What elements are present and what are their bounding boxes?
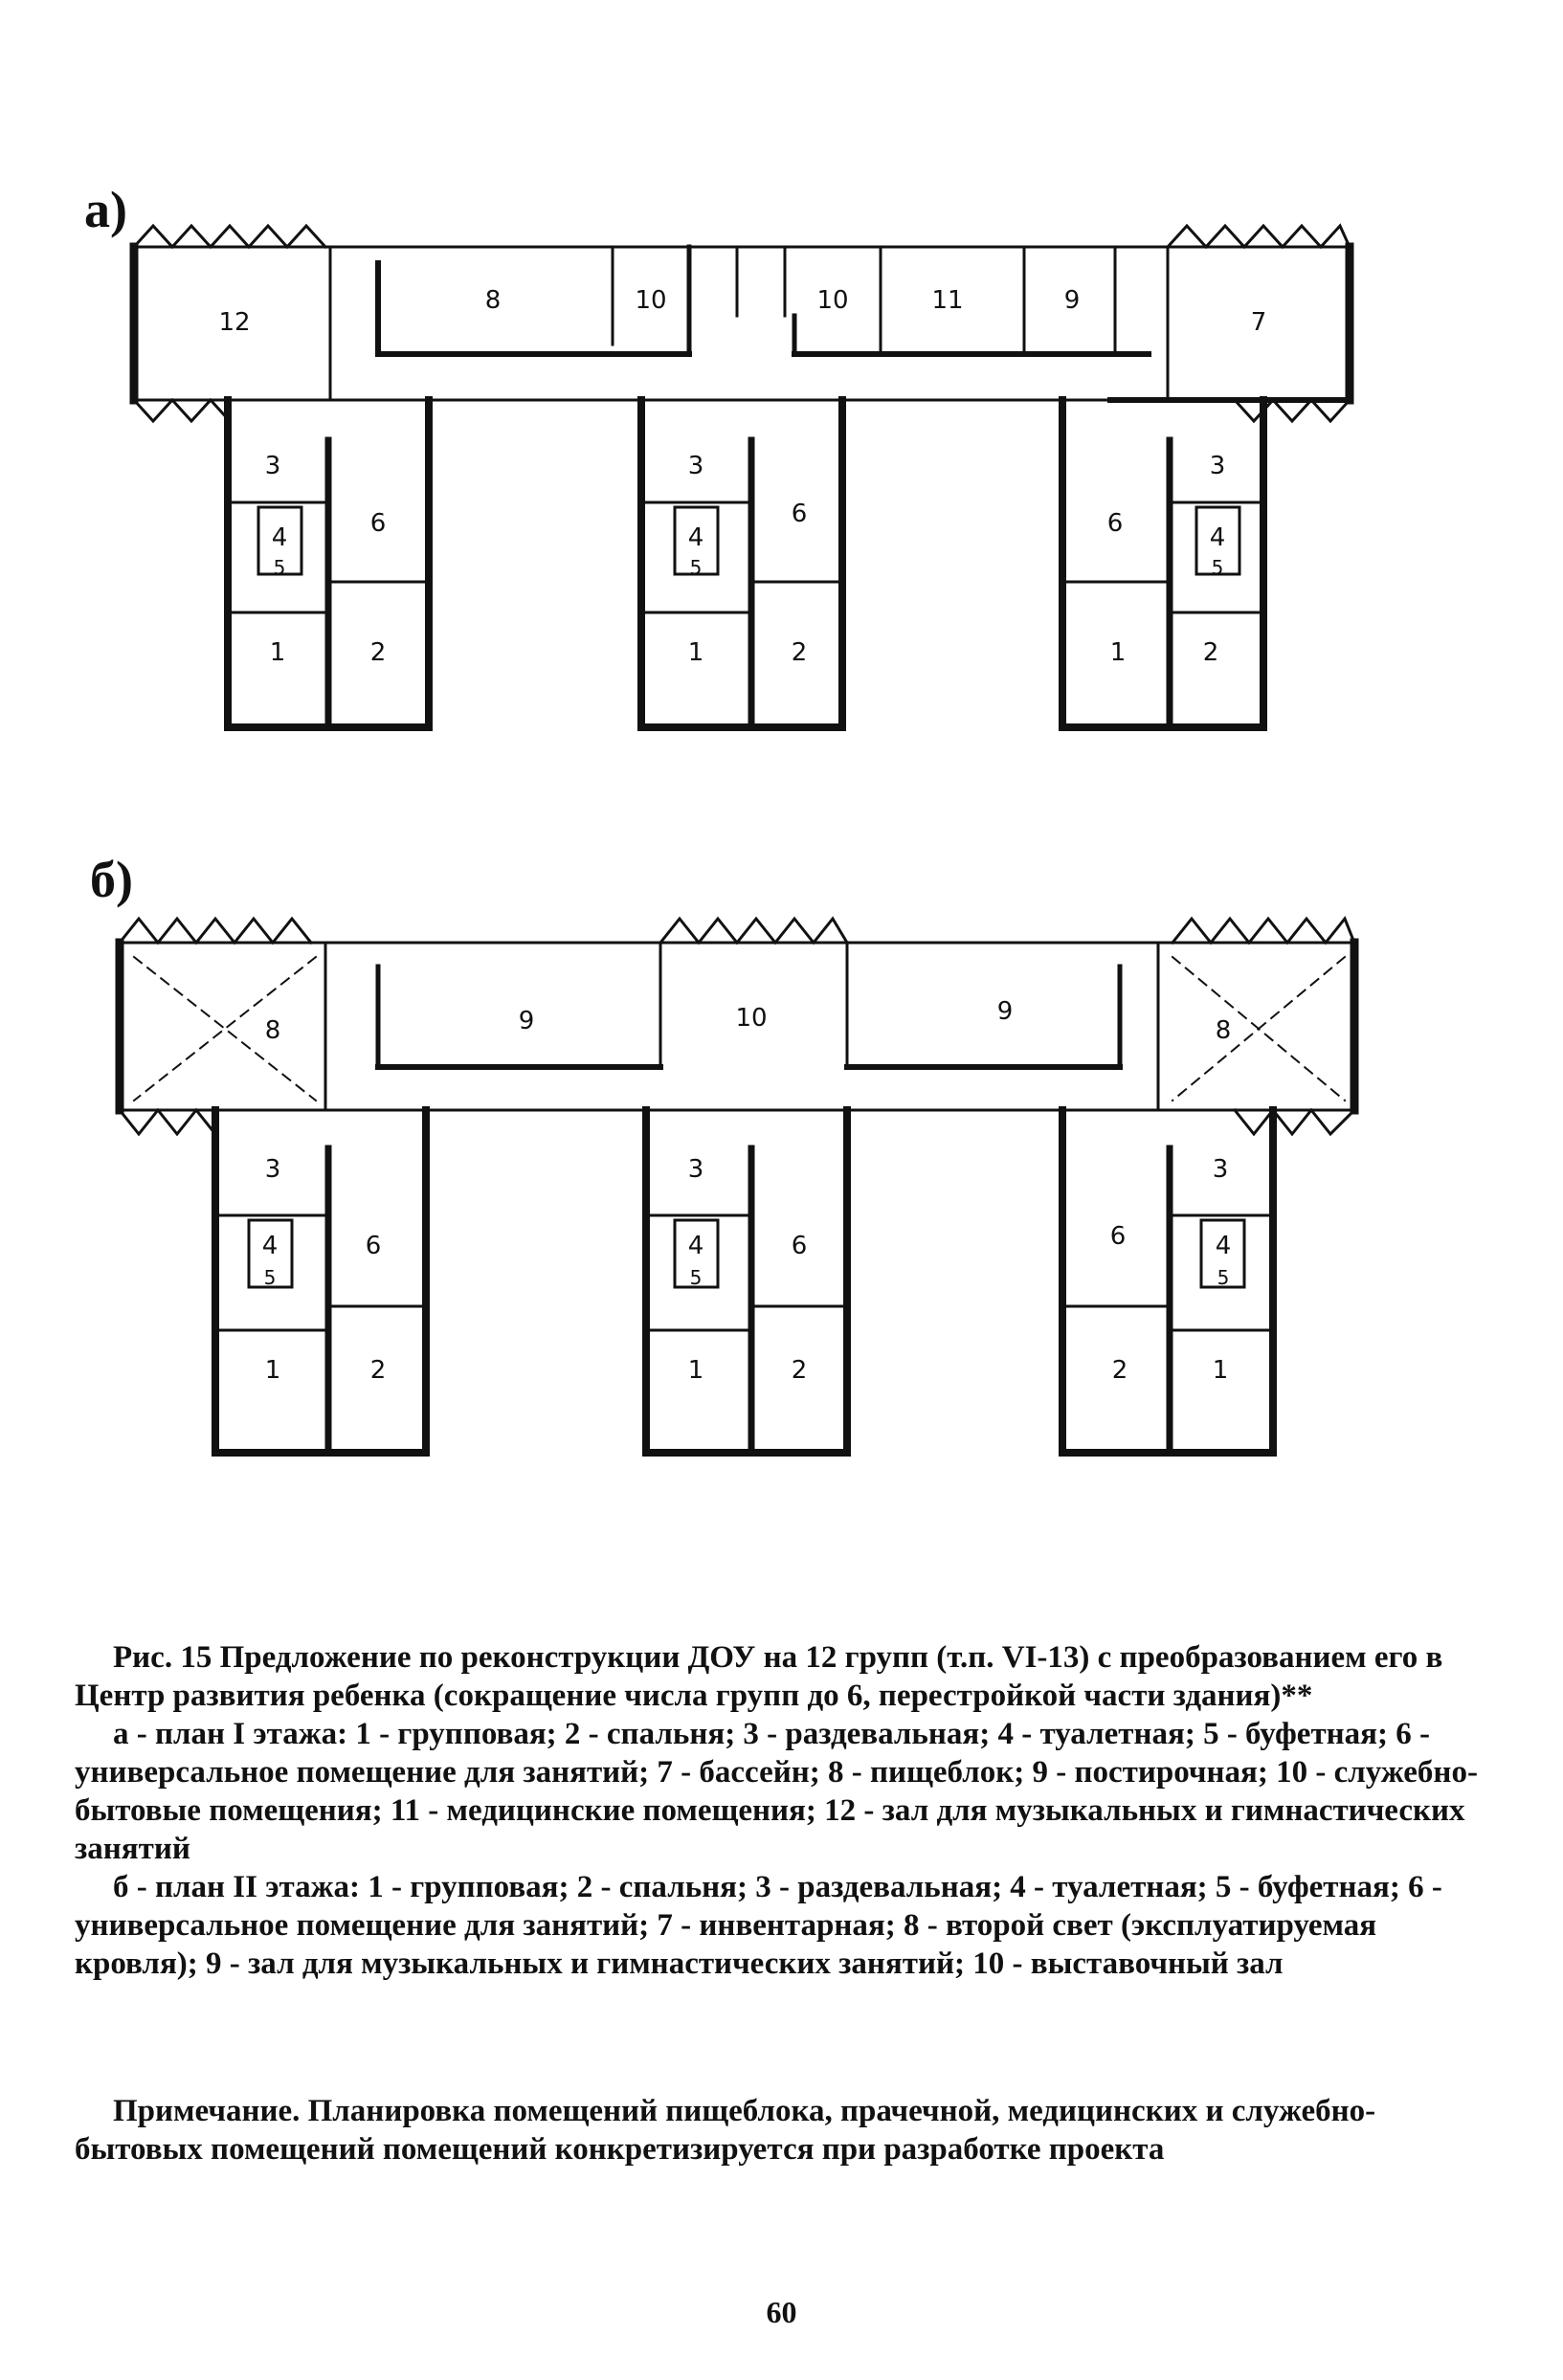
plan-a-wing-2	[639, 398, 844, 729]
plan-a-w3-room-5: 5	[1212, 556, 1224, 579]
plan-b-label: б)	[90, 851, 133, 908]
plan-a-w2-room-4: 4	[688, 523, 704, 552]
plan-b-w1-room-1: 1	[265, 1356, 281, 1385]
note-text: Примечание. Планировка помещений пищебло…	[75, 2094, 1376, 2167]
plan-a-w2-room-3: 3	[688, 452, 704, 480]
plan-a-room-10a: 10	[635, 286, 666, 315]
plan-a-w1-room-6: 6	[370, 509, 387, 538]
caption-legend-b: б - план II этажа: 1 - групповая; 2 - сп…	[75, 1870, 1442, 1981]
plan-a-room-7: 7	[1251, 308, 1267, 337]
caption-title: Рис. 15 Предложение по реконструкции ДОУ…	[75, 1640, 1443, 1713]
plan-b-w3-room-5: 5	[1217, 1266, 1230, 1289]
plan-b-w3-room-2: 2	[1112, 1356, 1128, 1385]
plan-b-w1-room-4: 4	[262, 1232, 279, 1260]
plan-a-w1-room-4: 4	[272, 523, 288, 552]
plan-b-w1-room-6: 6	[366, 1232, 382, 1260]
figure-caption: Рис. 15 Предложение по реконструкции ДОУ…	[75, 1638, 1491, 1983]
plan-a-label: а)	[84, 181, 127, 238]
plan-a-w2-room-6: 6	[792, 500, 808, 528]
plan-a-w3-room-3: 3	[1210, 452, 1226, 480]
plan-b-w3-room-3: 3	[1213, 1155, 1229, 1184]
plan-a-w1-room-2: 2	[370, 638, 387, 667]
plan-a-w1-room-1: 1	[270, 638, 286, 667]
plan-b-w2-room-3: 3	[688, 1155, 704, 1184]
plan-b-room-8a: 8	[265, 1016, 281, 1045]
plan-b-w1-room-2: 2	[370, 1356, 387, 1385]
plan-b-w2-room-2: 2	[792, 1356, 808, 1385]
plan-b-w2-room-6: 6	[792, 1232, 808, 1260]
plan-b-w2-room-1: 1	[688, 1356, 704, 1385]
plan-a-room-8: 8	[485, 286, 502, 315]
plan-a-w3-room-4: 4	[1210, 523, 1226, 552]
plan-a-room-10b: 10	[816, 286, 848, 315]
plan-a	[129, 223, 1354, 731]
plan-a-w1-room-3: 3	[265, 452, 281, 480]
note: Примечание. Планировка помещений пищебло…	[75, 2092, 1491, 2169]
plan-b-wing-1	[213, 1108, 428, 1455]
plan-a-wing-3	[1061, 398, 1265, 729]
caption-legend-a: а - план I этажа: 1 - групповая; 2 - спа…	[75, 1717, 1478, 1866]
plan-a-w1-room-5: 5	[274, 556, 286, 579]
plan-b-w2-room-5: 5	[690, 1266, 703, 1289]
plan-a-w2-room-1: 1	[688, 638, 704, 667]
plan-b-w3-room-6: 6	[1110, 1222, 1127, 1251]
plan-b-room-9a: 9	[519, 1007, 535, 1035]
plan-b-w3-room-1: 1	[1213, 1356, 1229, 1385]
plan-a-w2-room-5: 5	[690, 556, 703, 579]
plan-b-w1-room-5: 5	[264, 1266, 277, 1289]
page-number: 60	[766, 2295, 797, 2329]
plan-b-w2-room-4: 4	[688, 1232, 704, 1260]
plan-a-w3-room-1: 1	[1110, 638, 1127, 667]
plan-b	[115, 916, 1359, 1457]
plan-b-room-9b: 9	[997, 997, 1014, 1026]
plan-b-room-10: 10	[735, 1004, 767, 1033]
plan-a-room-9: 9	[1064, 286, 1081, 315]
plan-b-w3-room-4: 4	[1216, 1232, 1232, 1260]
plan-a-room-11: 11	[931, 286, 963, 315]
plan-a-w3-room-2: 2	[1203, 638, 1219, 667]
plan-a-room-12: 12	[218, 308, 250, 337]
plan-b-room-8b: 8	[1216, 1016, 1232, 1045]
plan-a-w2-room-2: 2	[792, 638, 808, 667]
plan-b-w1-room-3: 3	[265, 1155, 281, 1184]
plan-a-w3-room-6: 6	[1107, 509, 1124, 538]
